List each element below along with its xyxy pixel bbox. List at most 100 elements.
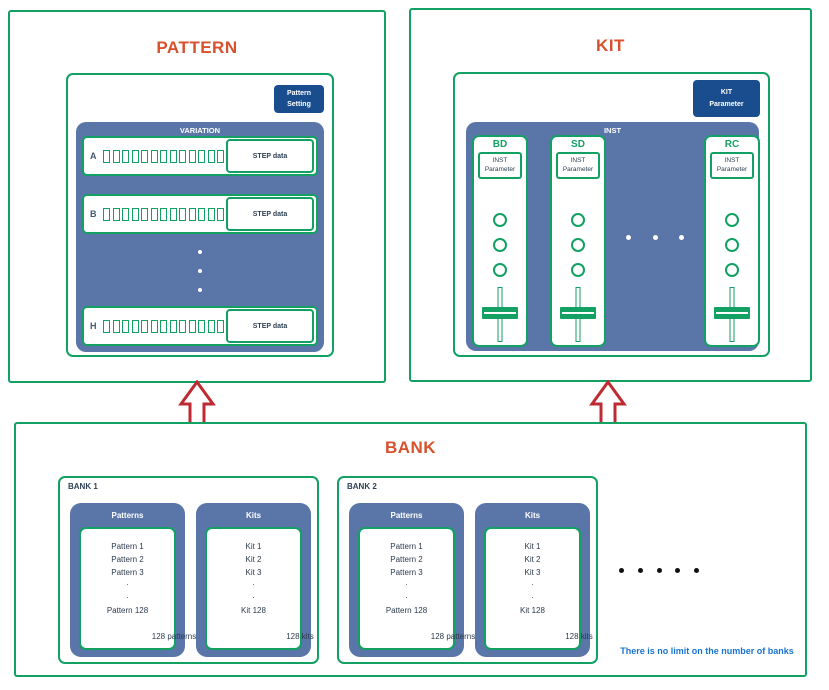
knob-icon	[493, 213, 507, 227]
step-grid	[103, 149, 316, 163]
bank1-kits-panel: Kits Kit 1 Kit 2 Kit 3 · · Kit 128 128 k…	[196, 503, 314, 657]
pattern-setting-badge: Pattern Setting	[274, 85, 324, 113]
list-item: Kit 2	[245, 554, 262, 564]
variation-panel-header: VARIATION	[179, 126, 221, 135]
knob-icon	[725, 213, 739, 227]
kits-panel-header: Kits	[524, 511, 541, 520]
list-item: Kit 1	[524, 542, 541, 551]
step-cell	[150, 319, 158, 333]
step-cell	[160, 207, 167, 221]
step-cell	[131, 149, 139, 163]
fader-icon	[482, 287, 518, 342]
list-item: Kit 3	[524, 567, 541, 577]
patterns-list: Pattern 1 Pattern 2 Pattern 3 · · Patter…	[79, 527, 196, 650]
inst-column-sd: SD INST Parameter	[550, 135, 606, 347]
inst-panel: INST BD INST Parameter S	[466, 122, 760, 351]
bank-title: BANK	[384, 438, 437, 457]
inst-parameter-line1: INST	[570, 157, 586, 164]
step-cell	[160, 319, 167, 333]
variation-row-label: B	[90, 209, 97, 219]
list-count: 128 patterns	[430, 632, 476, 641]
inst-parameter-box: INST Parameter	[478, 152, 522, 179]
kit-parameter-badge-line2: Parameter	[709, 100, 744, 108]
bank-2-card: BANK 2 Patterns Pattern 1 Pattern 2 Patt…	[337, 476, 598, 664]
list-item: Pattern 1	[390, 542, 423, 551]
list-item: Pattern 3	[111, 567, 144, 577]
fader-icon	[714, 287, 750, 342]
kit-parameter-badge: KIT Parameter	[693, 80, 760, 117]
knob-icon	[493, 263, 507, 277]
bank2-kits-panel: Kits Kit 1 Kit 2 Kit 3 · · Kit 128 128 k…	[475, 503, 593, 657]
step-cell	[179, 207, 186, 221]
ellipsis-dot	[637, 568, 643, 573]
kit-parameter-badge-line1: KIT	[720, 89, 733, 97]
knob-icon	[493, 238, 507, 252]
knob-icon	[571, 213, 585, 227]
kits-panel-header: Kits	[245, 511, 262, 520]
pattern-setting-badge-line1: Pattern	[286, 89, 312, 97]
ellipsis-dot	[675, 568, 681, 573]
step-cell	[198, 149, 205, 163]
inst-ellipsis-dots	[626, 235, 684, 240]
step-data-box: STEP data	[226, 197, 314, 231]
list-count: 128 patterns	[151, 632, 197, 641]
step-cell	[103, 319, 110, 333]
step-cell	[207, 207, 215, 221]
pattern-setting-badge-line2: Setting	[287, 101, 311, 108]
list-ellipsis: ·	[126, 593, 129, 603]
inst-column-label: RC	[724, 139, 740, 150]
ellipsis-dot	[626, 235, 631, 240]
step-cell	[112, 319, 120, 333]
step-cell	[198, 319, 205, 333]
step-cell	[112, 207, 120, 221]
list-item: Pattern 128	[385, 605, 428, 615]
step-cell	[131, 207, 139, 221]
list-item: Pattern 1	[111, 542, 144, 551]
bank-note-text: There is no limit on the number of banks	[620, 646, 794, 656]
list-item: Pattern 2	[390, 554, 423, 564]
list-item: Kit 128	[241, 605, 266, 615]
step-cell	[169, 149, 177, 163]
step-cell	[179, 149, 186, 163]
bank-1-card: BANK 1 Patterns Pattern 1 Pattern 2 Patt…	[58, 476, 319, 664]
list-ellipsis: ·	[252, 593, 255, 603]
kits-list: Kit 1 Kit 2 Kit 3 · · Kit 128 128 kits	[484, 527, 593, 650]
variation-row-label: A	[90, 151, 97, 161]
list-item: Kit 128	[520, 605, 545, 615]
inst-column-label: SD	[571, 139, 585, 150]
knob-icon	[725, 238, 739, 252]
step-cell	[217, 319, 224, 333]
step-cell	[207, 149, 215, 163]
kits-list: Kit 1 Kit 2 Kit 3 · · Kit 128 128 kits	[205, 527, 314, 650]
inst-parameter-line2: Parameter	[484, 166, 516, 174]
list-item: Kit 1	[245, 542, 262, 551]
patterns-panel-header: Patterns	[111, 511, 144, 520]
step-cell	[141, 319, 148, 333]
bank-section: BANK BANK 1 Patterns Pattern 1 Pattern 2…	[14, 422, 807, 677]
knob-icon	[571, 263, 585, 277]
ellipsis-dot	[694, 568, 699, 573]
inst-column-bd: BD INST Parameter	[472, 135, 528, 347]
step-cell	[198, 207, 205, 221]
list-ellipsis: ·	[531, 593, 534, 603]
ellipsis-dot	[619, 568, 624, 573]
ellipsis-dot	[198, 250, 202, 254]
step-cell	[103, 149, 110, 163]
step-cell	[112, 149, 120, 163]
step-cell	[169, 207, 177, 221]
step-grid	[103, 319, 316, 333]
step-cell	[179, 319, 186, 333]
bank-card-label: BANK 1	[68, 482, 98, 491]
ellipsis-dot	[679, 235, 684, 240]
inst-column-label: BD	[492, 139, 508, 150]
step-cell	[188, 149, 196, 163]
knob-icon	[725, 263, 739, 277]
step-data-box: STEP data	[226, 309, 314, 343]
step-cell	[141, 207, 148, 221]
knob-icon	[571, 238, 585, 252]
inst-parameter-line1: INST	[724, 157, 740, 164]
step-cell	[207, 319, 215, 333]
variation-panel: VARIATION A STEP data B STEP data	[76, 122, 324, 352]
list-count: 128 kits	[565, 632, 593, 641]
